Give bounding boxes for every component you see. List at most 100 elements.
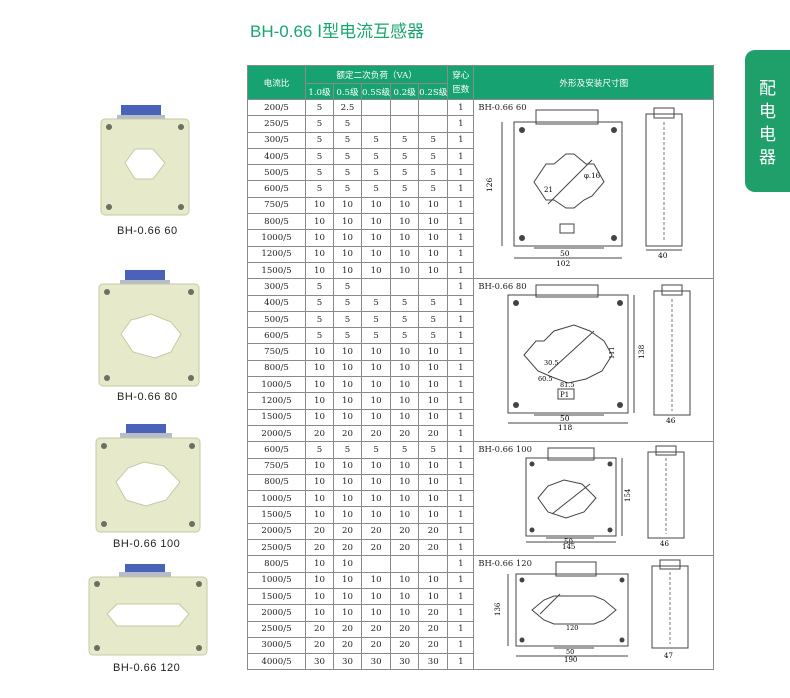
load-cell: 10 [390,229,420,247]
load-cell: 20 [418,539,449,557]
turns-cell: 1 [447,506,475,524]
load-cell: 10 [360,408,392,426]
turns-cell: 1 [447,441,475,459]
turns-cell: 1 [447,636,475,655]
turns-cell: 1 [447,457,475,475]
load-cell: 10 [390,587,420,606]
load-cell [418,278,449,296]
ratio-cell: 400/5 [247,147,306,166]
turns-cell: 1 [447,424,475,443]
product-label: BH-0.66 60 [117,225,178,237]
turns-cell: 1 [447,294,475,312]
dimension-cell: BH-0.66 60 126 21 φ.16 50 102 40 [473,98,715,280]
dim-bottom: 102 [556,259,571,268]
dimension-drawing-80: P1 30.5 60.5 81.5 111 138 50 118 46 [507,284,691,432]
load-cell: 10 [360,490,392,508]
load-cell: 10 [390,376,420,394]
load-cell: 20 [305,424,334,443]
ratio-cell: 600/5 [247,441,306,459]
load-cell: 10 [418,587,449,606]
load-cell: 10 [333,392,362,410]
load-cell [360,278,392,296]
load-cell: 10 [390,213,420,231]
col-header-class: 1.0级 [305,83,334,100]
dimension-cell: BH-0.66 100 154 50 145 46 [473,441,715,557]
turns-cell: 1 [447,196,475,215]
load-cell: 10 [418,473,449,492]
load-cell: 5 [360,310,392,329]
load-cell: 5 [360,147,392,166]
load-cell: 5 [360,441,392,459]
dim-mark: φ.16 [584,172,601,180]
load-cell: 10 [360,261,392,280]
turns-cell: 1 [447,261,475,280]
load-cell: 5 [333,327,362,345]
dim-bottom: 145 [562,543,575,549]
load-cell: 20 [333,424,362,443]
load-cell [418,115,449,133]
load-cell: 10 [418,392,449,410]
load-cell: 5 [305,278,334,296]
dimension-cell: BH-0.66 80 P1 30.5 60.5 81.5 111 138 50 … [473,278,715,443]
load-cell: 10 [333,213,362,231]
turns-cell: 1 [447,408,475,426]
load-cell: 10 [305,392,334,410]
model-label: BH-0.66 100 [478,444,532,455]
dim-mark: 30.5 [544,359,558,367]
load-cell: 10 [333,457,362,475]
product-label: BH-0.66 120 [113,662,181,674]
load-cell: 5 [390,294,420,312]
turns-cell: 1 [447,571,475,589]
load-cell: 5 [305,147,334,166]
load-cell: 5 [333,147,362,166]
load-cell: 5 [305,441,334,459]
load-cell [390,278,420,296]
load-cell: 5 [333,131,362,149]
ratio-cell: 200/5 [247,98,306,117]
turns-cell: 1 [447,245,475,263]
load-cell: 10 [305,376,334,394]
load-cell: 10 [305,196,334,215]
dim-height: 136 [494,602,502,616]
load-cell: 10 [418,196,449,215]
load-cell: 30 [333,653,362,671]
ratio-cell: 500/5 [247,164,306,182]
load-cell: 20 [390,539,420,557]
load-cell: 10 [418,245,449,263]
turns-cell: 1 [447,473,475,492]
turns-cell: 1 [447,310,475,329]
load-cell: 5 [360,327,392,345]
load-cell: 10 [333,604,362,622]
load-cell [360,555,392,573]
load-cell: 10 [360,473,392,492]
turns-cell: 1 [447,229,475,247]
ratio-cell: 4000/5 [247,653,306,671]
ratio-cell: 1500/5 [247,506,306,524]
ratio-cell: 1200/5 [247,245,306,263]
col-header-class: 0.5S级 [360,83,392,100]
load-cell: 20 [418,636,449,655]
col-header-class: 0.5级 [333,83,362,100]
col-header-ratio: 电流比 [247,65,306,100]
product-image-120 [88,564,208,656]
ratio-cell: 300/5 [247,131,306,149]
load-cell: 5 [360,180,392,198]
load-cell: 10 [390,196,420,215]
load-cell: 5 [333,180,362,198]
tab-char: 电 [759,125,776,145]
section-tab[interactable]: 配 电 电 器 [745,50,790,192]
load-cell: 20 [333,539,362,557]
p1-label: P1 [560,391,569,399]
load-cell: 20 [333,522,362,541]
tab-char: 器 [759,148,776,168]
dimension-drawing-60: 126 21 φ.16 50 102 40 [485,107,683,268]
load-cell: 20 [360,539,392,557]
load-cell: 10 [333,490,362,508]
